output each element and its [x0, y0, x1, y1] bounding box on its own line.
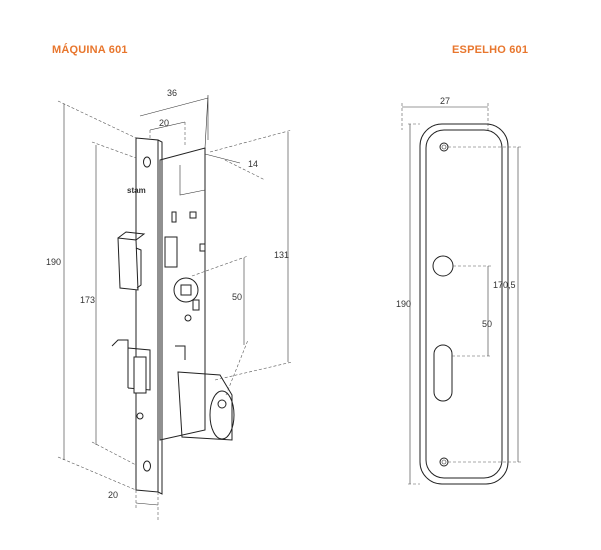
deadbolt-opening: [133, 356, 147, 394]
dim-label-36: 36: [167, 88, 177, 98]
latch-top: [117, 231, 146, 241]
dim-line-20-top: [149, 121, 186, 131]
dim-label-20-top: 20: [159, 118, 169, 128]
dim-label-190-mirror: 190: [396, 299, 411, 309]
lock-body: [159, 147, 206, 441]
screw-hole-bottom-mirror: [439, 457, 449, 467]
internal-part-3: [189, 211, 197, 219]
internal-screw: [184, 314, 192, 322]
screw-hole-top-mirror: [439, 142, 449, 152]
title-espelho: ESPELHO 601: [452, 44, 529, 56]
dim-label-50-mirror: 50: [482, 319, 492, 329]
title-maquina: MÁQUINA 601: [52, 44, 128, 56]
plate-outer: [419, 123, 509, 485]
plate-inner: [425, 129, 503, 479]
dim-label-131: 131: [274, 250, 289, 260]
follower-square: [180, 284, 192, 296]
dim-line-20-bottom: [135, 502, 159, 506]
cylinder-screw: [136, 412, 144, 420]
latch-side: [135, 247, 142, 289]
internal-part-5: [192, 299, 200, 311]
screw-hole-top: [143, 156, 151, 168]
handle-hole: [432, 255, 454, 277]
dim-line-36: [139, 97, 209, 117]
logo: stam: [127, 186, 146, 195]
dim-label-190: 190: [46, 257, 61, 267]
dim-label-14: 14: [248, 159, 258, 169]
dim-label-50-machine: 50: [232, 292, 242, 302]
cylinder-face: [209, 390, 235, 440]
dim-label-173: 173: [80, 295, 95, 305]
body-top-edge: [204, 94, 209, 149]
deadbolt-side: [111, 339, 129, 388]
internal-part-4: [199, 243, 206, 252]
cylinder-body: [177, 371, 233, 441]
follower-outer: [173, 277, 199, 303]
deadbolt-rear: [175, 345, 186, 360]
machine-drawing: stam 190 173: [46, 88, 293, 520]
dim-label-170-5: 170,5: [493, 280, 516, 290]
internal-part-1: [164, 236, 178, 268]
dim-label-20-bottom: 20: [108, 490, 118, 500]
cylinder-plug: [217, 399, 227, 409]
faceplate-edge: [157, 139, 163, 495]
internal-part-2: [171, 211, 177, 223]
cylinder-hole: [433, 344, 453, 402]
mirror-drawing: 27 190 170,5 50: [396, 96, 522, 485]
body-slot: [179, 165, 206, 196]
dim-line-14: [204, 153, 241, 164]
latch-front: [117, 237, 139, 291]
screw-hole-bottom: [143, 460, 151, 472]
dim-label-27: 27: [440, 96, 450, 106]
